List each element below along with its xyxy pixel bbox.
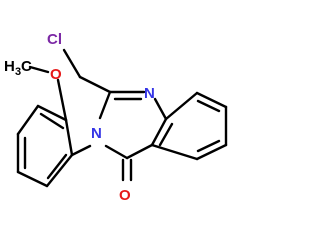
n3-label: N bbox=[91, 125, 102, 142]
methyl-h-label: H bbox=[4, 58, 15, 75]
bond-cl-ch2 bbox=[62, 48, 82, 79]
bond-c6-c5-inner bbox=[196, 139, 221, 153]
structure-diagram: Cl N N O O H 3 C bbox=[4, 31, 228, 204]
bonds bbox=[16, 48, 228, 188]
bond-c8-c7-inner bbox=[196, 99, 221, 113]
bond-ch2-c2 bbox=[78, 75, 112, 94]
n1-label: N bbox=[144, 85, 155, 102]
bond-n3-c2 bbox=[98, 90, 112, 120]
methyl-c-label: C bbox=[21, 58, 32, 75]
bond-c4-n3 bbox=[104, 144, 129, 160]
methyl-subscript: 3 bbox=[15, 66, 21, 78]
bond-c8a-c8 bbox=[164, 91, 199, 121]
bond-c8a-c4a bbox=[150, 117, 168, 147]
bond-ar-c6-c1 bbox=[45, 153, 74, 188]
bond-ar-c2-c3 bbox=[36, 104, 68, 122]
bond-n3-ar bbox=[70, 144, 92, 157]
molecule-svg: Cl N N O O H 3 C bbox=[4, 31, 228, 204]
carbonyl-oxygen-label: O bbox=[119, 187, 131, 204]
bond-ar-c3-c4 bbox=[16, 104, 40, 136]
bond-ar-c1-c2 bbox=[64, 118, 74, 157]
bond-ome-ch3 bbox=[28, 65, 50, 74]
bond-ar-inner-c bbox=[46, 153, 68, 180]
bond-ar-ome bbox=[56, 78, 68, 122]
bond-ar-c5-c6 bbox=[16, 170, 49, 188]
bond-c5-c4a bbox=[150, 143, 199, 161]
chlorine-label: Cl bbox=[47, 31, 62, 48]
bond-c8-c7 bbox=[195, 91, 228, 109]
bond-c8a-c4a-inner bbox=[158, 122, 174, 147]
bond-c6-c5 bbox=[195, 143, 228, 161]
bond-n1-c8a bbox=[153, 97, 168, 121]
bond-c4a-c4 bbox=[125, 143, 154, 160]
bond-ar-inner-a bbox=[39, 112, 65, 130]
methoxy-oxygen-label: O bbox=[50, 66, 62, 83]
atom-labels: Cl N N O O H 3 C bbox=[4, 31, 155, 204]
